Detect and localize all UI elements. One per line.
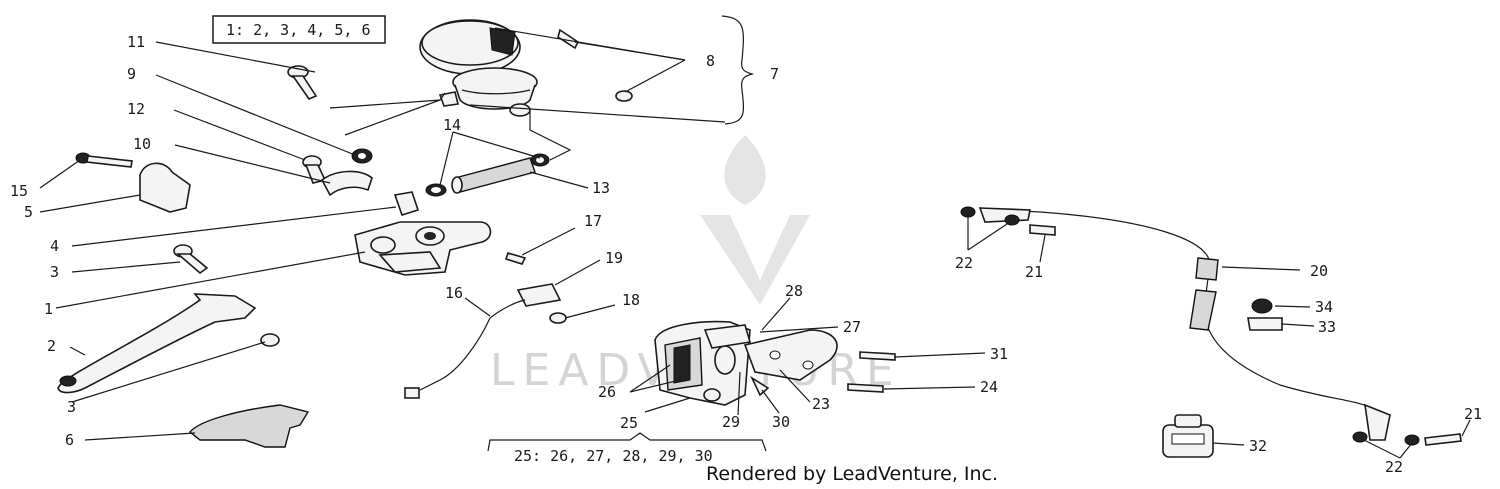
bolt-11 [287, 65, 318, 100]
callout-29: 29 [722, 413, 740, 431]
callout-22-bottom: 22 [1385, 458, 1403, 476]
clip-30 [750, 375, 770, 397]
callout-25: 25 [620, 414, 638, 432]
callout-23: 23 [812, 395, 830, 413]
callout-11: 11 [127, 33, 145, 51]
callout-13: 13 [592, 179, 610, 197]
clamp-5 [139, 162, 191, 213]
callout-22-top: 22 [955, 254, 973, 272]
callout-27: 27 [843, 318, 861, 336]
wire-16 [419, 317, 491, 391]
nut-8 [615, 90, 633, 102]
reservoir-body [452, 67, 538, 117]
group-bracket-25 [487, 432, 767, 452]
callout-19: 19 [605, 249, 623, 267]
credit-text: Rendered by LeadVenture, Inc. [706, 463, 998, 485]
group-note-top: 1: 2, 3, 4, 5, 6 [226, 21, 371, 39]
callout-1: 1 [44, 300, 53, 318]
callout-18: 18 [622, 291, 640, 309]
callout-21-bottom: 21 [1464, 405, 1482, 423]
hose-13 [451, 157, 536, 194]
callout-31: 31 [990, 345, 1008, 363]
bracket-10 [320, 170, 373, 197]
cover-6 [189, 404, 310, 448]
switch-19 [516, 283, 562, 307]
callout-15: 15 [10, 182, 28, 200]
callout-2: 2 [47, 337, 56, 355]
callout-labels: 11 9 12 10 15 5 4 3 1 2 3 6 8 7 14 13 17… [10, 33, 1482, 476]
callout-7: 7 [770, 65, 779, 83]
callout-34: 34 [1315, 298, 1333, 316]
brake-hose-20 [999, 209, 1376, 411]
bolt-21-bottom [1424, 433, 1462, 446]
callout-8: 8 [706, 52, 715, 70]
bolt-3-upper [173, 244, 209, 275]
callout-10: 10 [133, 135, 151, 153]
caliper-25 [654, 320, 752, 406]
washer-34 [1251, 298, 1273, 314]
callout-16: 16 [445, 284, 463, 302]
callout-5: 5 [24, 203, 33, 221]
screw-8 [557, 28, 580, 50]
screw-17 [504, 252, 527, 265]
lever-2 [57, 293, 257, 394]
callout-3-upper: 3 [50, 263, 59, 281]
master-cylinder-body [354, 221, 492, 276]
callout-28: 28 [785, 282, 803, 300]
callout-21-top: 21 [1025, 263, 1043, 281]
callout-30: 30 [772, 413, 790, 431]
connector-16 [404, 387, 420, 399]
bracket-23 [743, 329, 838, 381]
callout-26: 26 [598, 383, 616, 401]
reservoir-cap [419, 19, 521, 75]
bolt-24 [847, 383, 884, 393]
reservoir-bracket [438, 91, 459, 107]
group-note-box [212, 15, 386, 44]
callout-17: 17 [584, 212, 602, 230]
callout-20: 20 [1310, 262, 1328, 280]
callout-32: 32 [1249, 437, 1267, 455]
callout-12: 12 [127, 100, 145, 118]
callout-24: 24 [980, 378, 998, 396]
leader-lines [39, 27, 1471, 459]
nut-3-lower [260, 333, 280, 347]
nut-18 [549, 312, 567, 324]
bracket-7 [721, 15, 755, 125]
group-note-bottom: 25: 26, 27, 28, 29, 30 [514, 447, 713, 465]
callout-3-lower: 3 [67, 398, 76, 416]
bolt-31 [859, 351, 896, 361]
fitting-4 [393, 191, 420, 216]
brake-fluid-bottle-32 [1162, 414, 1214, 458]
callout-33: 33 [1318, 318, 1336, 336]
bolt-15 [75, 152, 133, 168]
callout-14: 14 [443, 116, 461, 134]
callout-9: 9 [127, 65, 136, 83]
bolt-21-top [1029, 224, 1056, 236]
callout-6: 6 [65, 431, 74, 449]
banjo-fitting-bottom [1364, 403, 1391, 441]
clamp-33 [1247, 317, 1283, 331]
callout-4: 4 [50, 237, 59, 255]
